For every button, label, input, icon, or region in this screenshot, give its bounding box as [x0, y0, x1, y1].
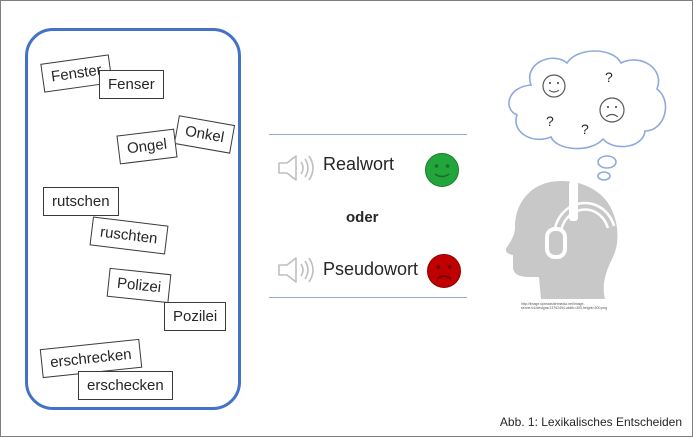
word-card-rutschen: rutschen	[43, 187, 119, 216]
top-divider	[269, 134, 467, 135]
speaker-icon	[278, 155, 314, 181]
headphones-head-icon	[505, 181, 618, 299]
speaker-icon	[278, 257, 314, 283]
happy-face-icon	[425, 153, 459, 187]
word-card-fenser: Fenser	[99, 70, 164, 99]
word-card-pozilei: Pozilei	[164, 302, 227, 331]
pseudowort-label: Pseudowort	[323, 259, 419, 279]
oder-label: oder	[346, 209, 379, 226]
word-card-erschecken: erschecken	[78, 371, 173, 400]
realwort-label: Realwort	[323, 154, 395, 174]
image-credit: http://image.spreadshirtmedia.net/image-…	[521, 302, 608, 310]
thought-cloud-icon	[508, 50, 667, 181]
question-mark: ?	[605, 69, 613, 85]
question-mark: ?	[581, 121, 589, 137]
figure-caption: Abb. 1: Lexikalisches Entscheiden	[499, 415, 682, 429]
small-happy-face-icon	[542, 74, 566, 98]
small-sad-face-icon	[599, 97, 625, 123]
question-mark: ?	[546, 113, 554, 129]
sad-face-icon	[427, 254, 461, 288]
word-card-panel	[25, 28, 241, 410]
bottom-divider	[269, 297, 467, 298]
